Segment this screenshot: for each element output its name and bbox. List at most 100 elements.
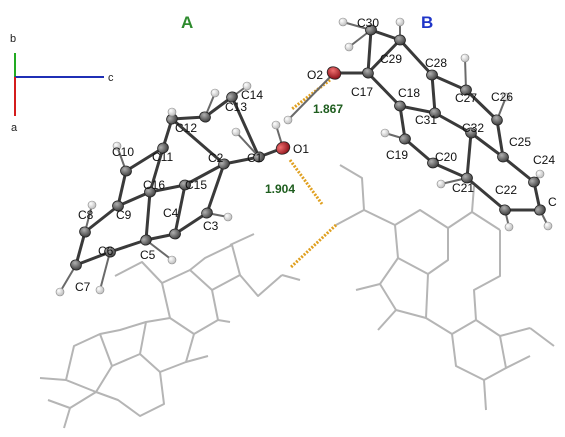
carbon-atom bbox=[112, 200, 124, 212]
carbon-atom bbox=[70, 259, 82, 271]
axis-c-label: c bbox=[108, 72, 114, 84]
label-c13: C13 bbox=[225, 100, 247, 114]
hydrogen-atom bbox=[271, 120, 281, 130]
bond bbox=[83, 204, 120, 234]
label-c26: C26 bbox=[491, 90, 513, 104]
axes-triad: b c a bbox=[10, 33, 114, 134]
bond bbox=[430, 73, 468, 92]
label-c5: C5 bbox=[140, 248, 156, 262]
oxygen-atom bbox=[326, 66, 342, 80]
bond bbox=[108, 238, 148, 254]
hydrogen-atom bbox=[223, 212, 233, 222]
carbon-atom bbox=[461, 172, 473, 184]
molecule-atoms bbox=[55, 17, 553, 297]
molecule-label-b: B bbox=[421, 13, 433, 32]
hbond-distance-2: 1.904 bbox=[265, 182, 295, 196]
hydrogen-atom bbox=[167, 255, 177, 265]
label-c9: C9 bbox=[116, 208, 132, 222]
bond bbox=[398, 38, 434, 77]
symmetry-bond bbox=[65, 333, 113, 393]
bond bbox=[465, 176, 507, 212]
bond bbox=[495, 118, 505, 159]
carbon-atom bbox=[157, 142, 169, 154]
h-bond-line bbox=[287, 72, 335, 121]
label-c28: C28 bbox=[425, 56, 447, 70]
label-c24: C24 bbox=[533, 153, 555, 167]
label-c1: C1 bbox=[247, 151, 263, 165]
symmetry-bond bbox=[425, 317, 531, 337]
label-c21: C21 bbox=[452, 181, 474, 195]
hydrogen-atom bbox=[504, 222, 514, 232]
bond bbox=[398, 104, 407, 141]
label-c8: C8 bbox=[78, 208, 94, 222]
bond bbox=[403, 137, 435, 165]
bond bbox=[173, 211, 209, 236]
symmetry-bond bbox=[229, 233, 255, 246]
hydrogen-atom bbox=[87, 200, 97, 210]
carbon-atom bbox=[426, 69, 438, 81]
bond bbox=[144, 190, 152, 242]
symmetry-bond bbox=[39, 377, 67, 381]
label-c2: C2 bbox=[208, 151, 224, 165]
symmetry-bond bbox=[339, 164, 365, 211]
carbon-atom bbox=[201, 207, 213, 219]
symmetry-bond bbox=[451, 333, 507, 381]
hbond-distance-1: 1.867 bbox=[313, 102, 343, 116]
bond bbox=[366, 38, 402, 75]
bond bbox=[398, 104, 437, 115]
symmetry-bond bbox=[99, 321, 147, 335]
hydrogen-atom bbox=[112, 141, 122, 151]
bond bbox=[431, 161, 469, 180]
hydrogen-atom bbox=[167, 107, 177, 117]
symmetry-bond bbox=[335, 209, 501, 231]
bond bbox=[430, 73, 437, 115]
label-c17: C17 bbox=[351, 85, 373, 99]
label-c15: C15 bbox=[185, 178, 207, 192]
label-c12: C12 bbox=[175, 121, 197, 135]
carbon-atom bbox=[497, 151, 509, 163]
bond bbox=[366, 71, 402, 108]
carbon-atom bbox=[394, 100, 406, 112]
carbon-atom bbox=[120, 165, 132, 177]
label-c29: C29 bbox=[380, 52, 402, 66]
label-c14: C14 bbox=[241, 88, 263, 102]
carbon-atom bbox=[394, 34, 406, 46]
bond bbox=[74, 230, 87, 267]
hydrogen-atom bbox=[283, 115, 293, 125]
carbon-atom bbox=[499, 204, 511, 216]
label-c22: C22 bbox=[495, 183, 517, 197]
carbon-atom bbox=[399, 133, 411, 145]
hydrogen-atom bbox=[395, 17, 405, 27]
axis-a-label: a bbox=[11, 122, 18, 134]
hydrogen-atom bbox=[460, 53, 470, 63]
carbon-atom bbox=[365, 24, 377, 36]
symmetry-bond bbox=[394, 224, 449, 275]
symmetry-bond bbox=[139, 317, 195, 373]
label-c19: C19 bbox=[386, 148, 408, 162]
bond bbox=[205, 162, 226, 215]
carbon-atom bbox=[465, 127, 477, 139]
label-c16: C16 bbox=[143, 178, 165, 192]
bond bbox=[469, 131, 505, 159]
label-c20: C20 bbox=[435, 150, 457, 164]
hydrogen-atom bbox=[231, 127, 241, 137]
symmetry-bond bbox=[185, 355, 209, 363]
carbon-atom bbox=[528, 176, 540, 188]
atom-labels: C13 C14 C12 C10 C11 C2 C1 C16 C15 C8 C9 … bbox=[75, 16, 557, 294]
symmetry-bond bbox=[529, 327, 555, 347]
h-bond-line bbox=[235, 131, 260, 158]
bond bbox=[222, 155, 261, 166]
hydrogen-atom bbox=[380, 128, 390, 138]
bond bbox=[464, 88, 499, 122]
label-c27: C27 bbox=[455, 91, 477, 105]
carbon-atom bbox=[144, 186, 156, 198]
carbon-atom bbox=[104, 246, 116, 258]
bond bbox=[501, 155, 536, 184]
symmetry-bond bbox=[114, 261, 283, 297]
label-c-edge: C bbox=[548, 195, 557, 209]
symmetry-bond bbox=[95, 371, 165, 417]
label-c3: C3 bbox=[203, 219, 219, 233]
bond bbox=[173, 183, 187, 236]
hydrogen-atom bbox=[95, 285, 105, 295]
